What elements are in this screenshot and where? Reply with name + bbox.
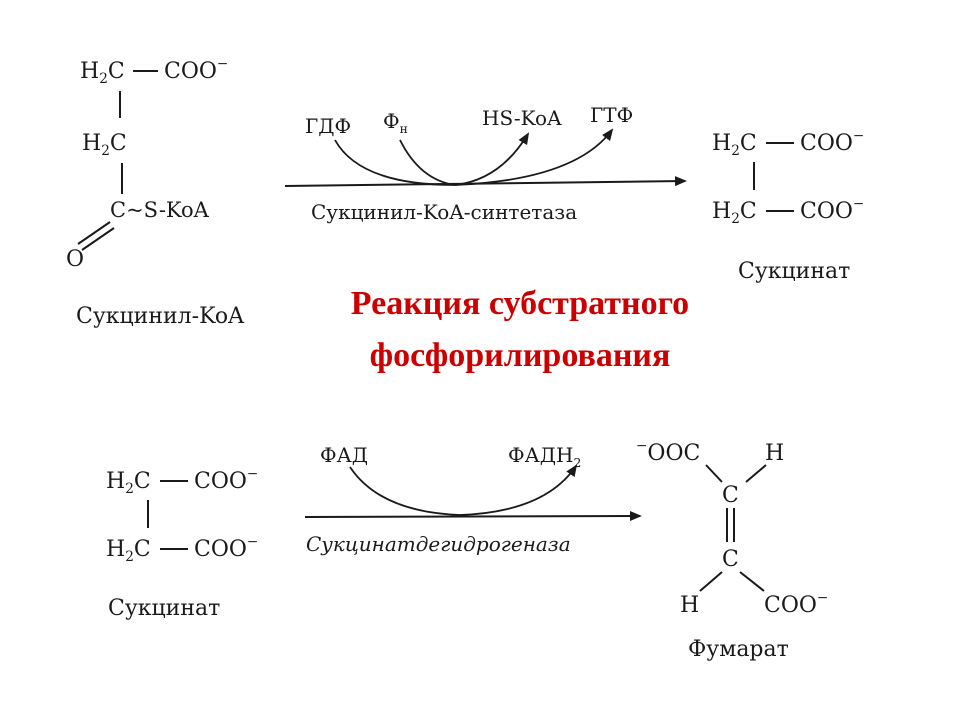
succinate2-h2c-bottom: H2C [106, 537, 151, 565]
enzyme-succinyl-coa-synthetase: Сукцинил-KoA-синтетаза [311, 200, 577, 224]
succinate-carboxylate-top: COO− [800, 128, 864, 156]
enzyme-succinate-dehydrogenase: Сукцинатдегидрогеназа [306, 532, 571, 556]
succinate2-h2c-top: H2C [106, 469, 151, 497]
cofactor-gtp: ГТФ [590, 103, 633, 127]
succinate2-carboxylate-bottom: COO− [194, 534, 258, 562]
fumarate-carboxylate-top: −OOC [636, 438, 700, 466]
succinate-name: Сукцинат [738, 259, 850, 284]
title-line-2: фосфорилирования [369, 337, 671, 374]
bond-single [699, 571, 723, 592]
fumarate-name: Фумарат [688, 637, 789, 662]
bond-single [739, 571, 765, 592]
succinyl-coa-carboxylate: COO− [164, 56, 228, 84]
cofactor-phosphate: Фн [383, 109, 408, 136]
slide-title: Реакция субстратного фосфорилирования [260, 278, 780, 382]
fumarate-carbon-2: C [722, 547, 739, 572]
bond-single [705, 464, 723, 483]
succinyl-coa-name: Сукцинил-KoA [76, 304, 245, 329]
title-line-1: Реакция субстратного [350, 285, 690, 322]
curved-arrow-fad-in [349, 466, 461, 516]
succinate-carboxylate-bottom: COO− [800, 196, 864, 224]
succinate-product-structure: H2C COO− H2C COO− Сукцинат [712, 128, 864, 284]
curved-arrow-fadh2-out [459, 464, 578, 516]
reaction2-arrow-group: ФАД ФАДН2 Сукцинатдегидрогеназа [304, 443, 642, 556]
curved-arrow-hs-coa-out [454, 132, 530, 186]
succinyl-coa-h2c-top: H2C [80, 59, 125, 87]
succinate-h2c-top: H2C [712, 131, 757, 159]
succinyl-coa-structure: H2C COO− H2C C~S-KoA O Сукцинил-KoA [66, 56, 245, 329]
curved-arrow-gtp-out [454, 128, 614, 186]
cofactor-hs-coa: HS-KoA [482, 106, 562, 130]
cofactor-fad: ФАД [320, 443, 368, 467]
succinate2-carboxylate-top: COO− [194, 466, 258, 494]
succinate-h2c-bottom: H2C [712, 199, 757, 227]
bond-single [745, 464, 767, 483]
cofactor-fadh2: ФАДН2 [508, 443, 581, 470]
fumarate-hydrogen-top: H [765, 441, 784, 466]
fumarate-structure: −OOC H C C H COO− Фумарат [636, 438, 828, 662]
reaction2-main-arrow [304, 511, 642, 522]
succinyl-coa-oxygen: O [66, 247, 84, 272]
fumarate-carbon-1: C [722, 483, 739, 508]
cofactor-gdp: ГДФ [305, 114, 351, 138]
curved-arrow-phosphate-in [399, 139, 456, 186]
succinate2-name: Сукцинат [108, 596, 220, 621]
fumarate-hydrogen-bottom: H [680, 593, 699, 618]
fumarate-carboxylate-bottom: COO− [764, 590, 828, 618]
reaction1-main-arrow [284, 176, 687, 187]
succinate-substrate-structure: H2C COO− H2C COO− Сукцинат [106, 466, 258, 621]
curved-arrow-gdp-in [334, 139, 456, 186]
bond-double [81, 227, 115, 251]
succinyl-coa-h2c-middle: H2C [82, 131, 127, 159]
reaction1-arrow-group: ГДФ Фн HS-KoA ГТФ Сукцинил-KoA-синтетаза [284, 103, 687, 224]
bond-double [77, 221, 111, 245]
succinyl-coa-thioester: C~S-KoA [110, 198, 210, 222]
